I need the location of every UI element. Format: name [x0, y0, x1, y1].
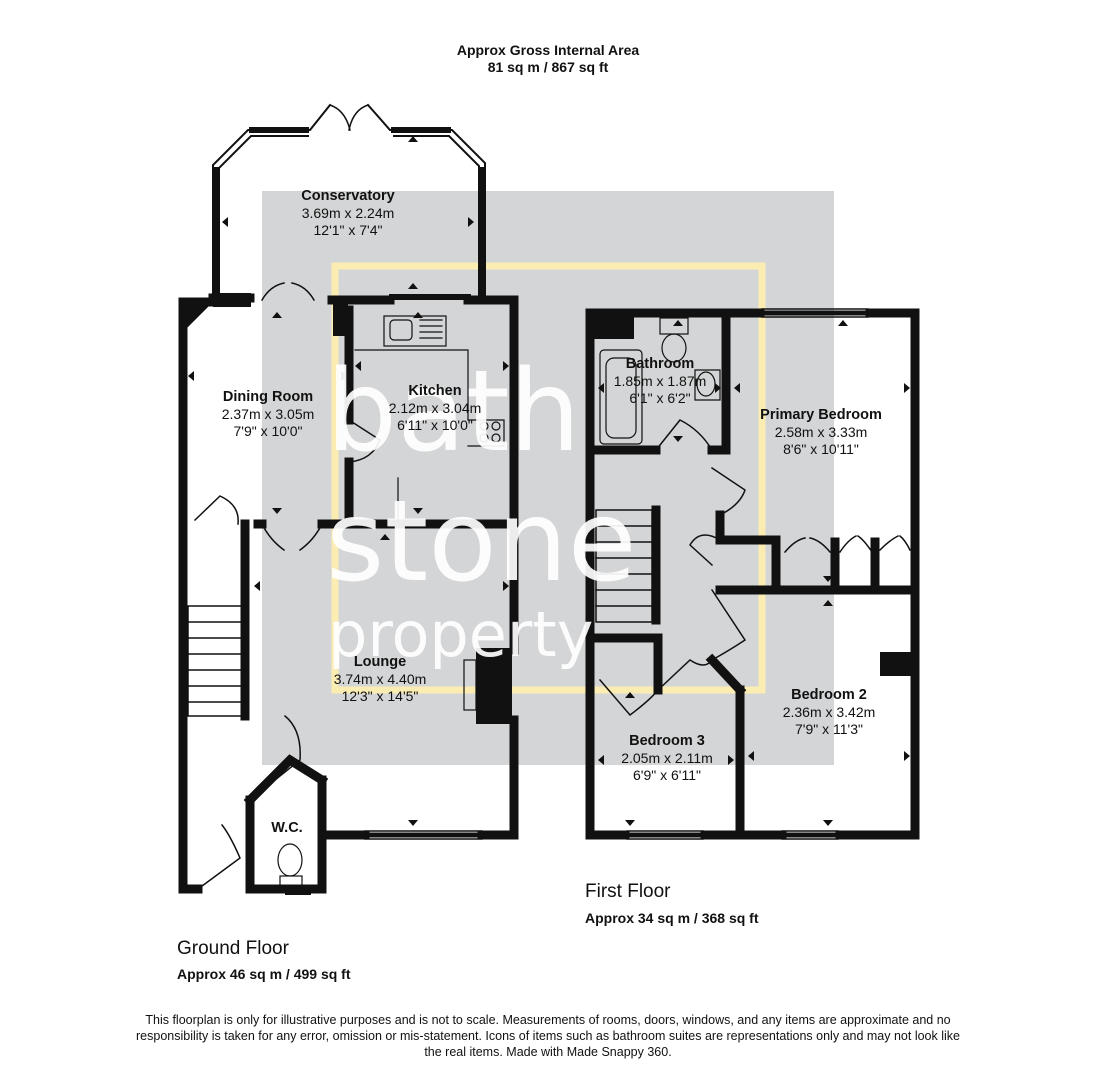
room-kitchen: Kitchen 2.12m x 3.04m 6'11" x 10'0" — [389, 383, 482, 434]
room-metric: 2.37m x 3.05m — [221, 406, 315, 422]
room-imperial: 6'11" x 10'0" — [397, 417, 473, 433]
room-dining: Dining Room 2.37m x 3.05m 7'9" x 10'0" — [222, 389, 315, 440]
room-metric: 3.69m x 2.24m — [301, 205, 395, 221]
room-metric: 2.12m x 3.04m — [388, 400, 482, 416]
room-name: Conservatory — [301, 188, 395, 204]
room-primary-bedroom: Primary Bedroom 2.58m x 3.33m 8'6" x 10'… — [760, 407, 882, 458]
kitchen-units — [354, 315, 505, 521]
room-bedroom-2: Bedroom 2 2.36m x 3.42m 7'9" x 11'3" — [783, 687, 876, 738]
chimney-breast — [476, 648, 512, 724]
room-metric: 1.85m x 1.87m — [613, 373, 707, 389]
room-imperial: 12'1" x 7'4" — [313, 222, 383, 238]
room-name: Lounge — [353, 654, 407, 670]
room-name: Bedroom 2 — [791, 687, 867, 703]
conservatory-window-bars — [213, 127, 485, 301]
first-floor-stairs — [595, 509, 653, 623]
watermark-line-2: stone — [326, 477, 637, 607]
room-name: W.C. — [271, 820, 303, 836]
dining-corner — [183, 302, 213, 332]
room-conservatory: Conservatory 3.69m x 2.24m 12'1" x 7'4" — [301, 188, 394, 239]
room-imperial: 8'6" x 10'11" — [783, 441, 859, 457]
room-imperial: 6'1" x 6'2" — [629, 390, 691, 406]
room-metric: 2.58m x 3.33m — [774, 424, 868, 440]
first-floor-walls — [585, 308, 920, 840]
gross-area-value: 81 sq m / 867 sq ft — [487, 59, 609, 75]
room-imperial: 7'9" x 11'3" — [795, 721, 863, 737]
room-name: Dining Room — [222, 389, 314, 405]
room-metric: 2.05m x 2.11m — [621, 750, 713, 766]
dimension-markers — [188, 136, 910, 826]
room-imperial: 6'9" x 6'11" — [633, 767, 701, 783]
watermark-line-1: bath — [326, 347, 581, 477]
disclaimer-text: This floorplan is only for illustrative … — [136, 1013, 960, 1059]
room-wc: W.C. — [271, 820, 302, 837]
first-floor-title: First Floor — [585, 881, 671, 902]
room-lounge: Lounge 3.74m x 4.40m 12'3" x 14'5" — [334, 654, 427, 705]
room-name: Bedroom 3 — [629, 733, 705, 749]
ground-floor-walls — [178, 293, 519, 894]
ground-floor-title: Ground Floor — [177, 938, 289, 959]
room-metric: 2.36m x 3.42m — [782, 704, 876, 720]
watermark-frame — [331, 262, 766, 694]
bathroom-fittings — [599, 317, 721, 445]
room-imperial: 12'3" x 14'5" — [341, 688, 419, 704]
first-floor-area: Approx 34 sq m / 368 sq ft — [585, 910, 759, 926]
room-name: Kitchen — [408, 383, 462, 399]
room-bedroom-3: Bedroom 3 2.05m x 2.11m 6'9" x 6'11" — [621, 733, 713, 784]
gross-area-title: Approx Gross Internal Area — [456, 42, 640, 58]
watermark-line-3: property — [328, 598, 594, 671]
room-bathroom: Bathroom 1.85m x 1.87m 6'1" x 6'2" — [614, 356, 707, 407]
watermark-box — [262, 191, 834, 765]
ground-stairs — [187, 605, 244, 717]
room-name: Primary Bedroom — [760, 407, 882, 423]
ground-floor-area: Approx 46 sq m / 499 sq ft — [177, 966, 351, 982]
room-name: Bathroom — [625, 356, 695, 372]
room-metric: 3.74m x 4.40m — [333, 671, 427, 687]
room-imperial: 7'9" x 10'0" — [233, 423, 303, 439]
